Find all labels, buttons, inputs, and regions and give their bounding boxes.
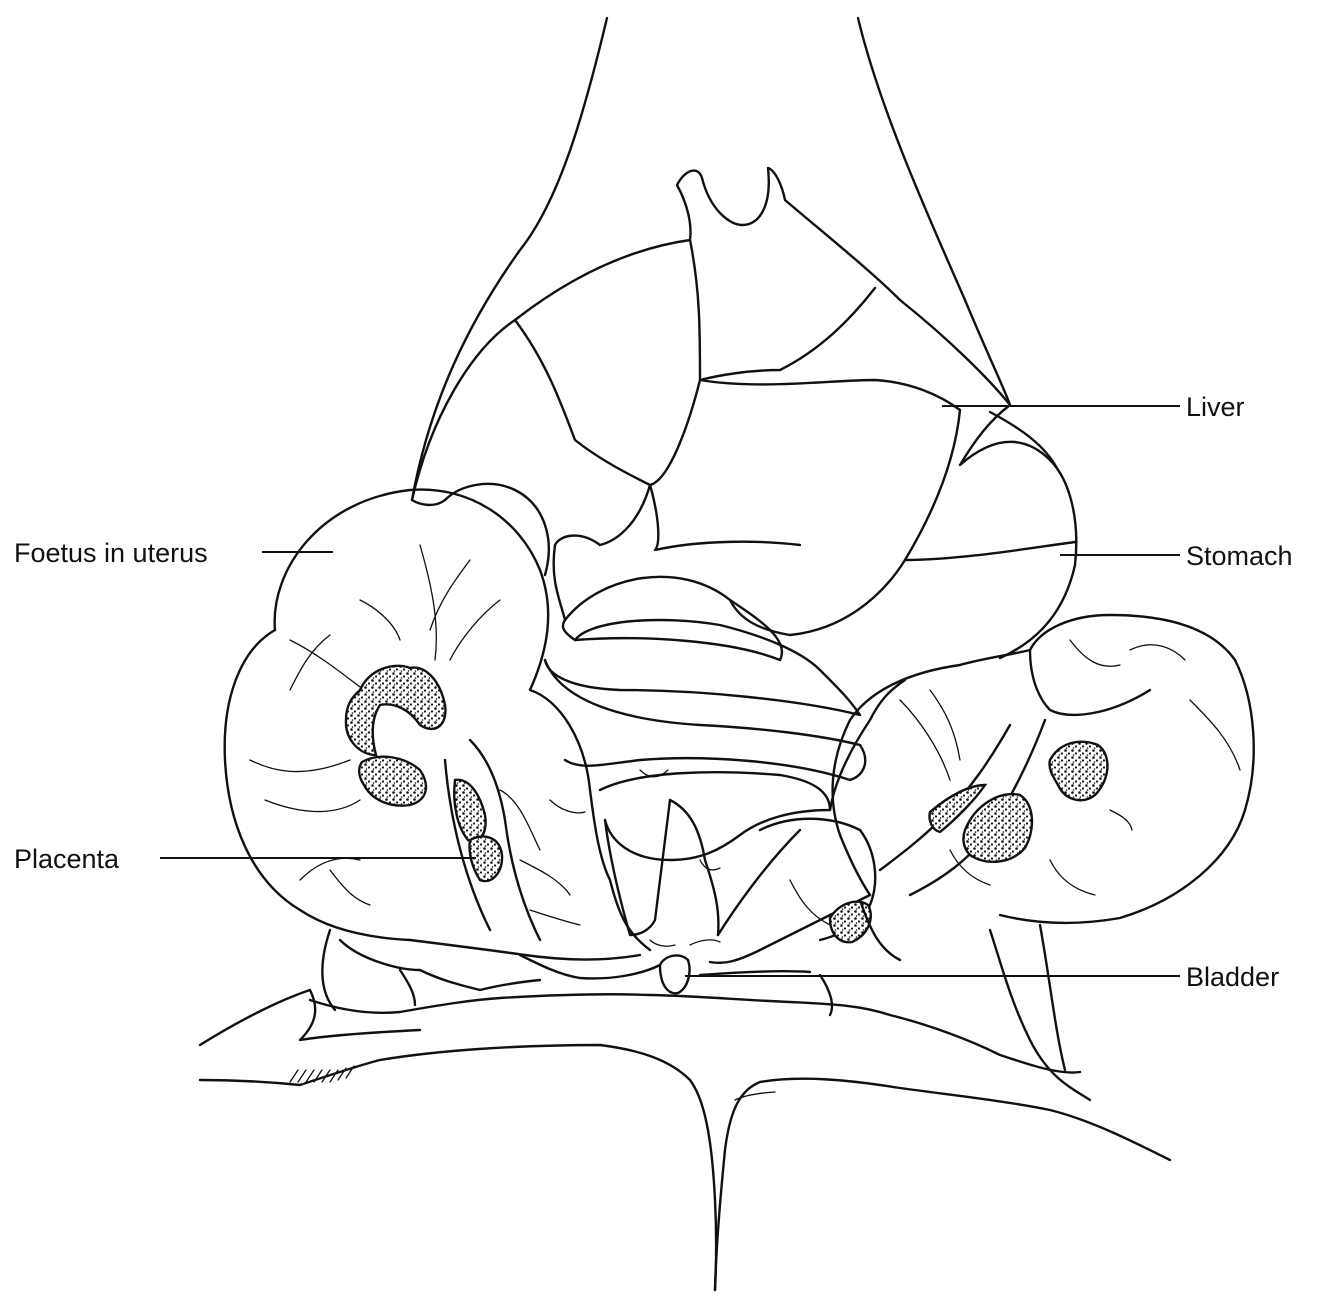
foetus-label: Foetus in uterus — [14, 538, 208, 568]
liver — [412, 168, 1010, 620]
stomach — [730, 405, 1076, 658]
liver-label: Liver — [1186, 392, 1245, 422]
placenta-label: Placenta — [14, 844, 120, 874]
bladder-label: Bladder — [1186, 962, 1279, 992]
left-uterus — [225, 484, 650, 1010]
bladder — [650, 940, 720, 993]
body-outline — [412, 18, 1010, 500]
right-placenta — [830, 742, 1107, 943]
left-placenta — [346, 666, 502, 881]
intestines — [545, 577, 905, 935]
stomach-label: Stomach — [1186, 541, 1293, 571]
labels: Liver Stomach Foetus in uterus Placenta … — [14, 392, 1293, 992]
